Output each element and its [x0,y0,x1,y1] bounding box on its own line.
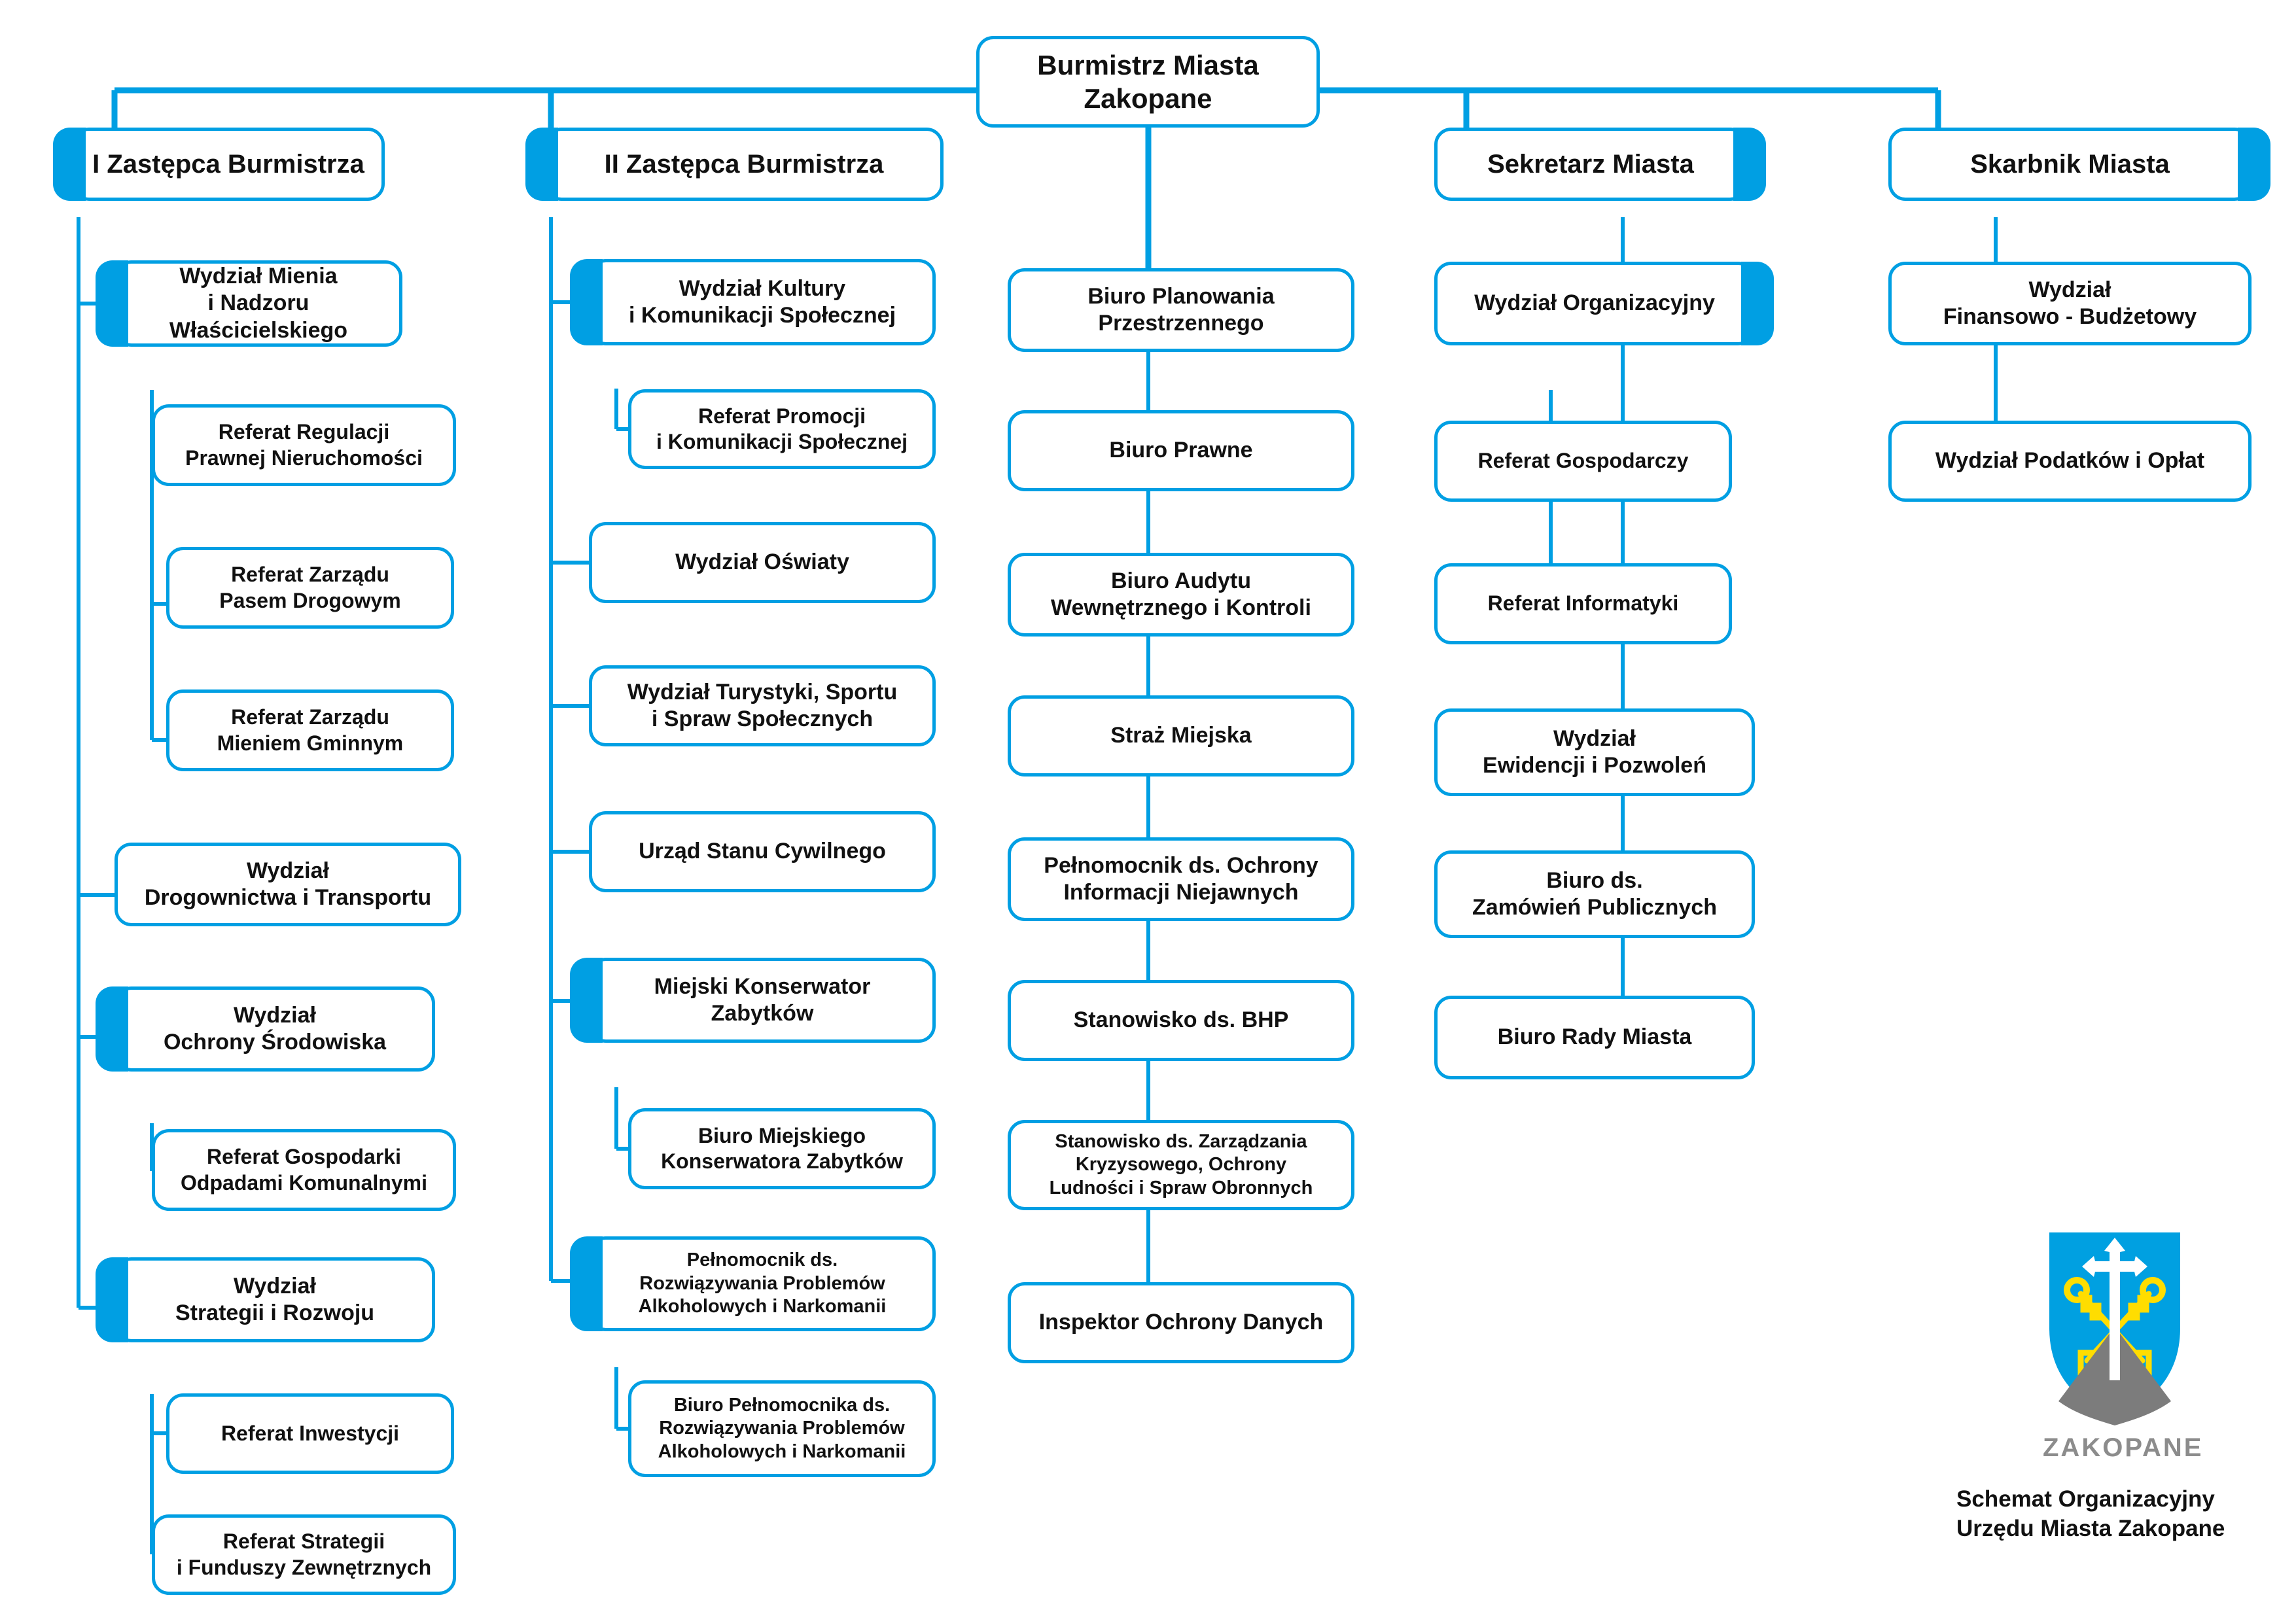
node-label: Pełnomocnik ds. Ochrony Informacji Nieja… [1044,852,1318,905]
node-referat-inwestycji[interactable]: Referat Inwestycji [166,1393,454,1474]
node-pelnomocnik-ds-rozwiazywania-problemow-alkoholowych-i-narkomanii[interactable]: Pełnomocnik ds. Rozwiązywania Problemów … [570,1236,936,1331]
node-burmistrz-miasta-zakopane[interactable]: Burmistrz Miasta Zakopane [976,36,1320,128]
node-label: Referat Informatyki [1487,591,1679,616]
node-label: Referat Promocji i Komunikacji Społeczne… [656,404,908,453]
node-label: Sekretarz Miasta [1487,149,1694,179]
node-label: Pełnomocnik ds. Rozwiązywania Problemów … [638,1249,887,1318]
node-label: Wydział Organizacyjny [1474,290,1715,316]
node-label: Biuro Pełnomocnika ds. Rozwiązywania Pro… [658,1394,906,1462]
node-wydzial-drogownictwa-i-transportu[interactable]: Wydział Drogownictwa i Transportu [115,843,461,926]
node-biuro-miejskiego-konserwatora-zabytkow[interactable]: Biuro Miejskiego Konserwatora Zabytków [628,1108,936,1189]
node-label: Wydział Ewidencji i Pozwoleń [1483,725,1706,778]
node-sekretarz-miasta[interactable]: Sekretarz Miasta [1434,128,1766,201]
node-referat-zarzadu-mieniem-gminnym[interactable]: Referat Zarządu Mieniem Gminnym [166,689,454,771]
node-label: Straż Miejska [1110,723,1252,748]
node-label: Urząd Stanu Cywilnego [639,839,886,864]
node-biuro-rady-miasta[interactable]: Biuro Rady Miasta [1434,996,1755,1079]
node-biuro-ds-zamowien-publicznych[interactable]: Biuro ds. Zamówień Publicznych [1434,850,1755,938]
node-label: Biuro Audytu Wewnętrznego i Kontroli [1051,568,1311,620]
node-label: Wydział Oświaty [675,550,849,575]
node-i-zastepca-burmistrza[interactable]: I Zastępca Burmistrza [53,128,385,201]
node-label: Burmistrz Miasta Zakopane [1037,49,1259,114]
node-label: I Zastępca Burmistrza [92,149,364,179]
node-biuro-planowania-przestrzennego[interactable]: Biuro Planowania Przestrzennego [1008,268,1354,352]
node-label: Referat Inwestycji [221,1421,400,1445]
node-label: II Zastępca Burmistrza [604,149,884,179]
node-stanowisko-ds-bhp[interactable]: Stanowisko ds. BHP [1008,980,1354,1061]
node-label: Referat Gospodarki Odpadami Komunalnymi [181,1145,427,1195]
node-wydzial-ochrony-srodowiska[interactable]: Wydział Ochrony Środowiska [96,986,435,1072]
node-label: Referat Strategii i Funduszy Zewnętrznyc… [176,1529,432,1579]
emblem-wordmark: ZAKOPANE [2043,1433,2204,1462]
node-label: Stanowisko ds. Zarządzania Kryzysowego, … [1049,1130,1313,1198]
node-referat-gospodarki-odpadami-komunalnymi[interactable]: Referat Gospodarki Odpadami Komunalnymi [152,1129,456,1211]
node-wydzial-turystyki-sportu-i-spraw-spolecznych[interactable]: Wydział Turystyki, Sportu i Spraw Społec… [589,665,936,746]
node-referat-promocji-i-komunikacji-spolecznej[interactable]: Referat Promocji i Komunikacji Społeczne… [628,389,936,469]
node-label: Skarbnik Miasta [1970,149,2170,179]
node-label: Wydział Kultury i Komunikacji Społecznej [628,275,896,328]
node-label: Referat Regulacji Prawnej Nieruchomości [185,420,423,470]
node-referat-gospodarczy[interactable]: Referat Gospodarczy [1434,421,1732,502]
node-label: Stanowisko ds. BHP [1073,1007,1289,1033]
node-label: Referat Zarządu Pasem Drogowym [219,563,401,612]
node-label: Wydział Strategii i Rozwoju [175,1273,375,1325]
node-stanowisko-ds-zarzadzania-kryzysowego-ochrony-ludnosci-i-spraw-obronnych[interactable]: Stanowisko ds. Zarządzania Kryzysowego, … [1008,1120,1354,1210]
node-wydzial-podatkow-i-oplat[interactable]: Wydział Podatków i Opłat [1888,421,2252,502]
node-label: Wydział Turystyki, Sportu i Spraw Społec… [627,679,898,731]
node-label: Biuro Rady Miasta [1497,1024,1692,1050]
node-wydzial-organizacyjny[interactable]: Wydział Organizacyjny [1434,262,1774,345]
node-referat-zarzadu-pasem-drogowym[interactable]: Referat Zarządu Pasem Drogowym [166,547,454,629]
node-wydzial-oswiaty[interactable]: Wydział Oświaty [589,522,936,603]
node-ii-zastepca-burmistrza[interactable]: II Zastępca Burmistrza [525,128,944,201]
node-label: Wydział Drogownictwa i Transportu [144,858,432,910]
node-referat-regulacji-prawnej-nieruchomosci[interactable]: Referat Regulacji Prawnej Nieruchomości [152,404,456,486]
node-skarbnik-miasta[interactable]: Skarbnik Miasta [1888,128,2270,201]
node-wydzial-ewidencji-i-pozwolen[interactable]: Wydział Ewidencji i Pozwoleń [1434,708,1755,796]
node-urzad-stanu-cywilnego[interactable]: Urząd Stanu Cywilnego [589,811,936,892]
node-label: Biuro ds. Zamówień Publicznych [1472,867,1718,920]
node-label: Biuro Prawne [1109,438,1253,463]
node-referat-strategii-i-funduszy-zewnetrznych[interactable]: Referat Strategii i Funduszy Zewnętrznyc… [152,1514,456,1595]
node-label: Referat Gospodarczy [1477,449,1689,473]
node-label: Biuro Planowania Przestrzennego [1087,283,1275,336]
node-label: Wydział Podatków i Opłat [1935,448,2205,474]
node-referat-informatyki[interactable]: Referat Informatyki [1434,563,1732,644]
chart-caption: Schemat Organizacyjny Urzędu Miasta Zako… [1956,1486,2225,1541]
node-label: Referat Zarządu Mieniem Gminnym [217,705,404,755]
zakopane-coat-of-arms-logo: ZAKOPANE [2043,1230,2201,1462]
node-biuro-prawne[interactable]: Biuro Prawne [1008,410,1354,491]
node-label: Wydział Ochrony Środowiska [163,1002,387,1055]
node-straz-miejska[interactable]: Straż Miejska [1008,695,1354,777]
node-label: Inspektor Ochrony Danych [1038,1310,1324,1335]
node-biuro-audytu-wewnetrznego-i-kontroli[interactable]: Biuro Audytu Wewnętrznego i Kontroli [1008,553,1354,637]
node-label: Biuro Miejskiego Konserwatora Zabytków [661,1123,903,1173]
node-wydzial-mienia-i-nadzoru-wlascicielskiego[interactable]: Wydział Mienia i Nadzoru Właścicielskieg… [96,260,402,347]
node-pelnomocnik-ds-ochrony-informacji-niejawnych[interactable]: Pełnomocnik ds. Ochrony Informacji Nieja… [1008,837,1354,921]
node-label: Wydział Finansowo - Budżetowy [1943,277,2197,329]
node-miejski-konserwator-zabytkow[interactable]: Miejski Konserwator Zabytków [570,958,936,1043]
node-inspektor-ochrony-danych[interactable]: Inspektor Ochrony Danych [1008,1282,1354,1363]
cross-icon [2082,1238,2147,1380]
node-label: Wydział Mienia i Nadzoru Właścicielskieg… [169,263,348,343]
node-wydzial-finansowo-budzetowy[interactable]: Wydział Finansowo - Budżetowy [1888,262,2252,345]
node-wydzial-kultury-i-komunikacji-spolecznej[interactable]: Wydział Kultury i Komunikacji Społecznej [570,259,936,345]
node-biuro-pelnomocnika-ds-rozwiazywania-problemow-alkoholowych-i-narkomanii[interactable]: Biuro Pełnomocnika ds. Rozwiązywania Pro… [628,1380,936,1477]
node-label: Miejski Konserwator Zabytków [654,973,871,1026]
node-wydzial-strategii-i-rozwoju[interactable]: Wydział Strategii i Rozwoju [96,1257,435,1342]
